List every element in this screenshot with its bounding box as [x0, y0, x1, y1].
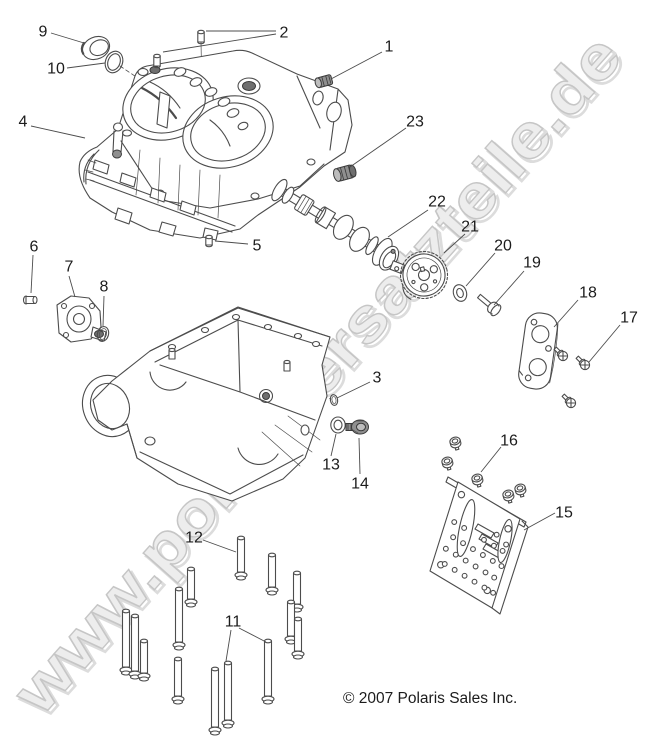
callout-leader-9: [50, 32, 85, 44]
callout-label-7: 7: [65, 259, 74, 276]
cap-9: [80, 35, 111, 61]
mount-bolt: [502, 489, 515, 504]
callout-label-6: 6: [30, 239, 39, 256]
callout-leader-13: [330, 433, 337, 457]
case-bolt: [171, 656, 185, 705]
callout-leader-16: [480, 446, 502, 473]
oil-pump: [56, 295, 107, 343]
callout-label-21: 21: [461, 219, 479, 236]
mount-bolts-16: [441, 436, 527, 504]
callout-leader-8: [102, 295, 105, 327]
case-bolt: [261, 638, 275, 705]
mount-bolt: [449, 436, 462, 451]
callout-label-19: 19: [523, 255, 541, 272]
callout-leader-19: [493, 270, 525, 306]
callout-label-5: 5: [253, 238, 262, 255]
callout-leader-15: [523, 512, 556, 531]
callout-label-4: 4: [19, 114, 28, 131]
washer-20: [452, 284, 468, 302]
washer-13: [330, 416, 346, 434]
camshaft: [271, 178, 406, 275]
case-bolt: [291, 616, 305, 660]
baffle-plate: [429, 476, 529, 615]
case-bolt: [234, 535, 248, 581]
callout-leader-1: [330, 51, 383, 80]
mount-bolt: [471, 473, 484, 488]
callout-label-3: 3: [373, 370, 382, 387]
copyright-text: © 2007 Polaris Sales Inc.: [343, 690, 517, 707]
callout-leader-23: [349, 127, 407, 168]
callout-leader-3: [336, 381, 371, 399]
case-bolt: [265, 552, 279, 596]
case-bolt: [208, 666, 222, 736]
callout-leader-18: [553, 299, 579, 328]
o-ring-10: [104, 50, 124, 74]
callout-label-2: 2: [280, 25, 289, 42]
dowel-pins: [153, 29, 213, 248]
callout-label-13: 13: [322, 457, 340, 474]
screw: [575, 355, 591, 371]
callout-label-10: 10: [47, 61, 65, 78]
callout-leader-5: [214, 240, 249, 245]
callout-leader-6: [30, 254, 34, 294]
callout-leader-12: [202, 539, 237, 553]
callout-leader-14: [358, 437, 361, 475]
callout-label-11: 11: [225, 614, 242, 631]
o-ring-3: [329, 394, 339, 406]
callout-leader-4: [30, 125, 86, 139]
callout-leader-11: [225, 629, 232, 662]
gasket-18: [518, 312, 559, 390]
case-bolt: [172, 586, 186, 651]
callout-leader-21: [443, 233, 466, 254]
callout-leader-10: [66, 62, 106, 69]
callout-label-20: 20: [494, 238, 512, 255]
callout-label-16: 16: [500, 433, 518, 450]
bolt-6: [22, 295, 38, 305]
dowel-pin: [197, 29, 205, 45]
cam-gear: [399, 250, 449, 300]
callout-leader-17: [588, 324, 621, 363]
callout-leader-7: [68, 275, 76, 298]
mount-bolt: [514, 483, 527, 498]
callout-leader-20: [465, 252, 496, 287]
callout-label-22: 22: [428, 194, 446, 211]
screw: [553, 346, 569, 362]
screws-17: [553, 346, 591, 409]
plug-1: [314, 74, 334, 89]
callout-label-18: 18: [579, 285, 597, 302]
lower-crankcase: [81, 306, 331, 502]
callout-label-1: 1: [385, 39, 394, 56]
case-bolts-11-12: [119, 535, 305, 736]
callout-label-17: 17: [620, 310, 638, 327]
screw: [561, 393, 577, 409]
callout-label-8: 8: [100, 279, 109, 296]
baffle-plate-holes: [437, 490, 512, 596]
case-bolt: [184, 566, 198, 608]
callout-leader-2: [162, 33, 277, 53]
callout-label-23: 23: [406, 114, 424, 131]
callout-leader-22: [387, 209, 429, 238]
mount-bolt: [441, 456, 454, 471]
dowel-pin: [205, 234, 213, 248]
case-bolt: [137, 638, 151, 682]
callout-label-12: 12: [185, 530, 203, 547]
callout-label-15: 15: [555, 505, 573, 522]
plug-14: [345, 419, 369, 435]
case-bolt: [221, 660, 235, 729]
o-ring-8: [96, 326, 110, 342]
callout-label-9: 9: [39, 24, 48, 41]
callout-leader-11: [238, 627, 267, 643]
dowel-pin: [153, 53, 161, 69]
case-bolt: [119, 608, 133, 676]
bolt-19: [477, 293, 502, 317]
plug-23: [332, 164, 357, 182]
callout-label-14: 14: [351, 476, 369, 493]
